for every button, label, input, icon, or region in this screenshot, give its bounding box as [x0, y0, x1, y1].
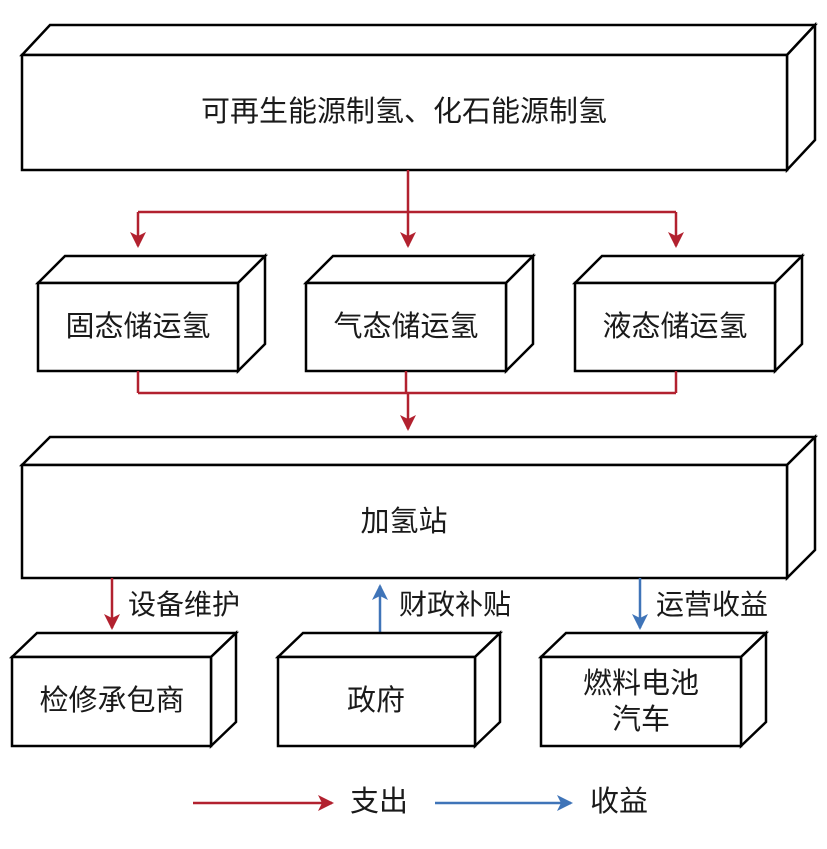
box-contractor: 检修承包商: [8, 630, 240, 749]
box-storage-solid: 固态储运氢: [34, 252, 269, 375]
box-fcv-label-line2: 汽车: [612, 702, 670, 736]
flow-subsidy: 财政补贴: [372, 584, 511, 634]
box-production: 可再生能源制氢、化石能源制氢: [19, 21, 818, 174]
box-fcv: 燃料电池 汽车: [537, 630, 770, 749]
box-storage-gas: 气态储运氢: [302, 252, 537, 375]
box-government: 政府: [274, 630, 504, 749]
box-contractor-label: 检修承包商: [39, 683, 184, 717]
flow-production-to-storage: [130, 170, 684, 248]
flow-subsidy-label: 财政补贴: [399, 588, 511, 621]
flow-maintenance-label: 设备维护: [128, 588, 240, 621]
box-station-label: 加氢站: [360, 504, 447, 538]
flow-revenue: 运营收益: [632, 578, 768, 630]
box-production-label: 可再生能源制氢、化石能源制氢: [201, 94, 607, 128]
box-storage-liquid: 液态储运氢: [571, 252, 806, 375]
box-station: 加氢站: [18, 433, 819, 582]
box-storage-solid-label: 固态储运氢: [65, 309, 210, 343]
box-fcv-label-line1: 燃料电池: [583, 666, 699, 700]
box-storage-liquid-label: 液态储运氢: [602, 309, 747, 343]
box-storage-gas-label: 气态储运氢: [333, 309, 478, 343]
flow-storage-to-station: [136, 371, 678, 431]
flow-maintenance: 设备维护: [104, 578, 240, 630]
legend: 支出 收益: [193, 784, 648, 818]
legend-expense-label: 支出: [350, 784, 408, 818]
flow-revenue-label: 运营收益: [656, 588, 768, 621]
box-government-label: 政府: [347, 683, 405, 717]
legend-income-label: 收益: [590, 784, 648, 818]
